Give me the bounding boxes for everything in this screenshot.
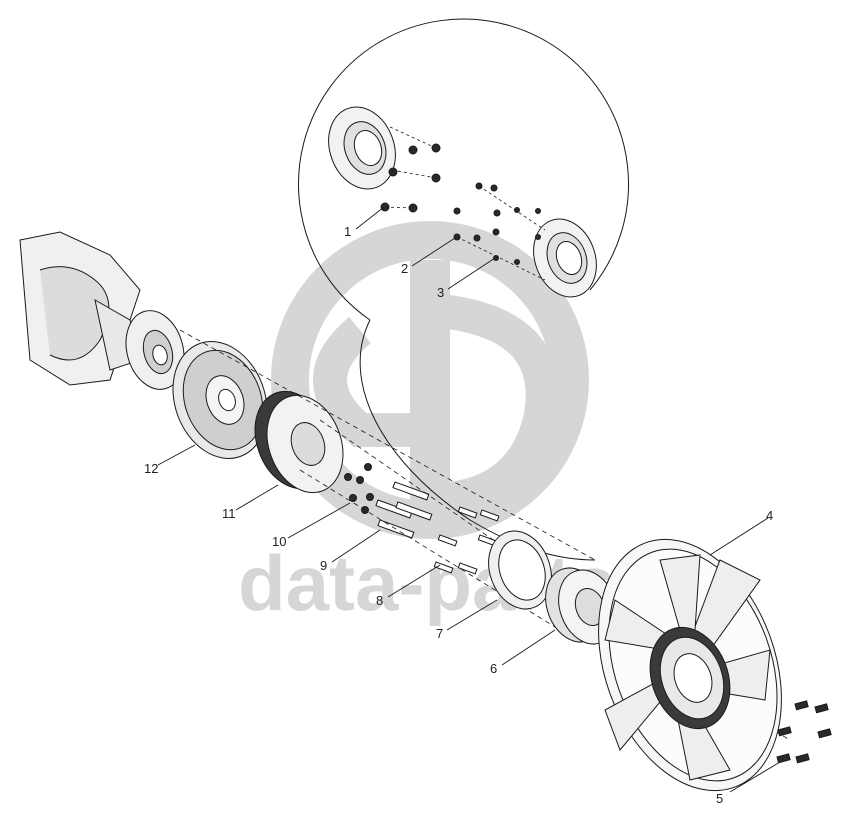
- callout-9: 9: [320, 558, 327, 573]
- callout-3: 3: [437, 285, 444, 300]
- detail-dashes: [384, 126, 546, 281]
- detail-flange-left: [328, 106, 396, 190]
- bolts-and-washers: [344, 463, 500, 575]
- callout-7: 7: [436, 626, 443, 641]
- detail-nuts: [380, 143, 541, 265]
- callout-leaders: [157, 206, 781, 793]
- callout-4: 4: [766, 508, 773, 523]
- callout-11: 11: [222, 506, 236, 521]
- detail-magnifier: [298, 18, 630, 561]
- crankshaft: [19, 231, 185, 390]
- magnifier-lead-line: [359, 319, 596, 561]
- callout-5: 5: [716, 791, 723, 806]
- magnifier-outline: [298, 18, 630, 321]
- part-7-spacer-ring: [488, 530, 552, 610]
- callout-10: 10: [272, 534, 286, 549]
- part-11-pulley: [254, 390, 344, 494]
- callout-8: 8: [376, 593, 383, 608]
- callout-labels: 1 2 3 4 5 6 7 8 9 10 11 12: [144, 224, 773, 806]
- callout-2: 2: [401, 261, 408, 276]
- detail-flange-right: [533, 218, 597, 298]
- part-5-screws: [776, 700, 832, 764]
- part-12-damper: [172, 341, 268, 459]
- callout-12: 12: [144, 461, 158, 476]
- callout-1: 1: [344, 224, 351, 239]
- part-4-fan: [598, 538, 782, 792]
- callout-6: 6: [490, 661, 497, 676]
